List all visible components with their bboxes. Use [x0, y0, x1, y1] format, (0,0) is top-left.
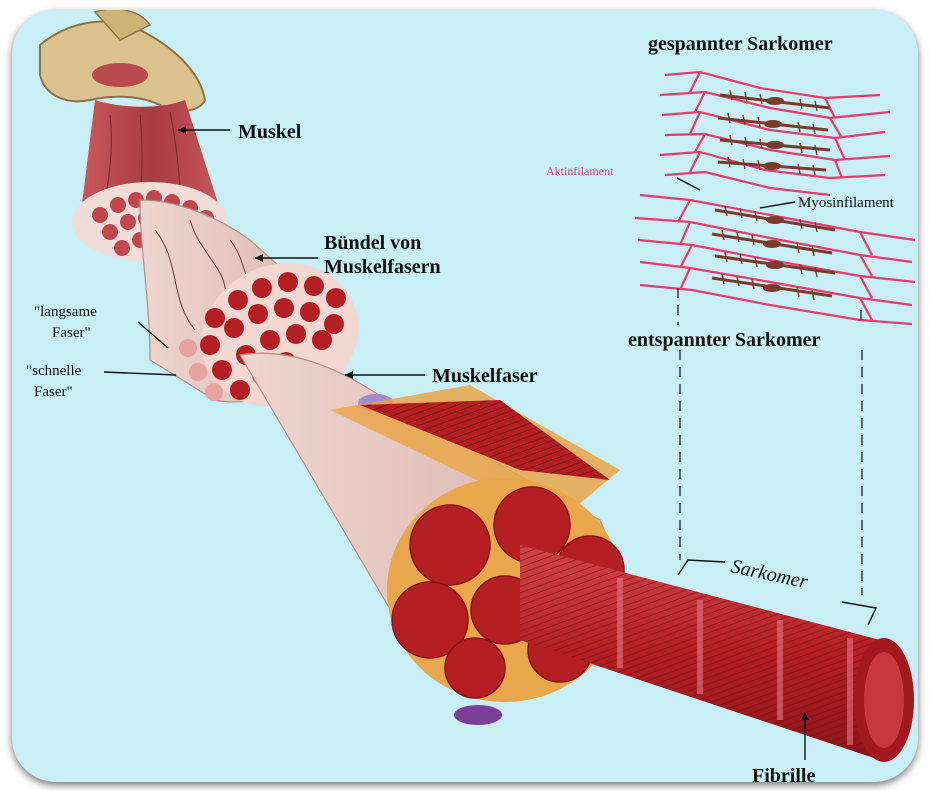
- label-buendel-line1: Bündel von: [324, 232, 421, 254]
- diagram-frame: Muskel Bündel von Muskelfasern "langsame…: [12, 10, 918, 782]
- label-muskelfaser: Muskelfaser: [432, 365, 538, 387]
- label-schnelle-line2: Faser": [34, 384, 73, 400]
- label-sarkomer: Sarkomer: [729, 555, 810, 593]
- label-schnelle-line1: "schnelle: [26, 363, 82, 379]
- label-muskel: Muskel: [238, 121, 302, 143]
- sarkomer-bracket-right: [842, 602, 876, 625]
- label-fibrille: Fibrille: [752, 765, 815, 782]
- contracted-sarcomere-drawing: [660, 72, 890, 195]
- relaxed-sarcomere-drawing: [635, 195, 915, 324]
- label-aktinfilament: Aktinfilament: [546, 164, 614, 178]
- label-langsame-line2: Faser": [52, 325, 91, 341]
- label-buendel-line2: Muskelfasern: [324, 256, 441, 278]
- fibril-illustration: [520, 545, 914, 762]
- muscle-fiber-illustration: [240, 353, 624, 725]
- muscle-anatomy-diagram: Muskel Bündel von Muskelfasern "langsame…: [12, 10, 918, 782]
- label-gespannter-sarkomer: gespannter Sarkomer: [648, 33, 833, 55]
- label-entspannter-sarkomer: entspannter Sarkomer: [628, 329, 821, 351]
- label-myosinfilament: Myosinfilament: [798, 195, 895, 211]
- bone-illustration: [40, 10, 205, 111]
- sarkomer-bracket-left: [678, 560, 725, 575]
- label-langsame-line1: "langsame: [34, 304, 97, 320]
